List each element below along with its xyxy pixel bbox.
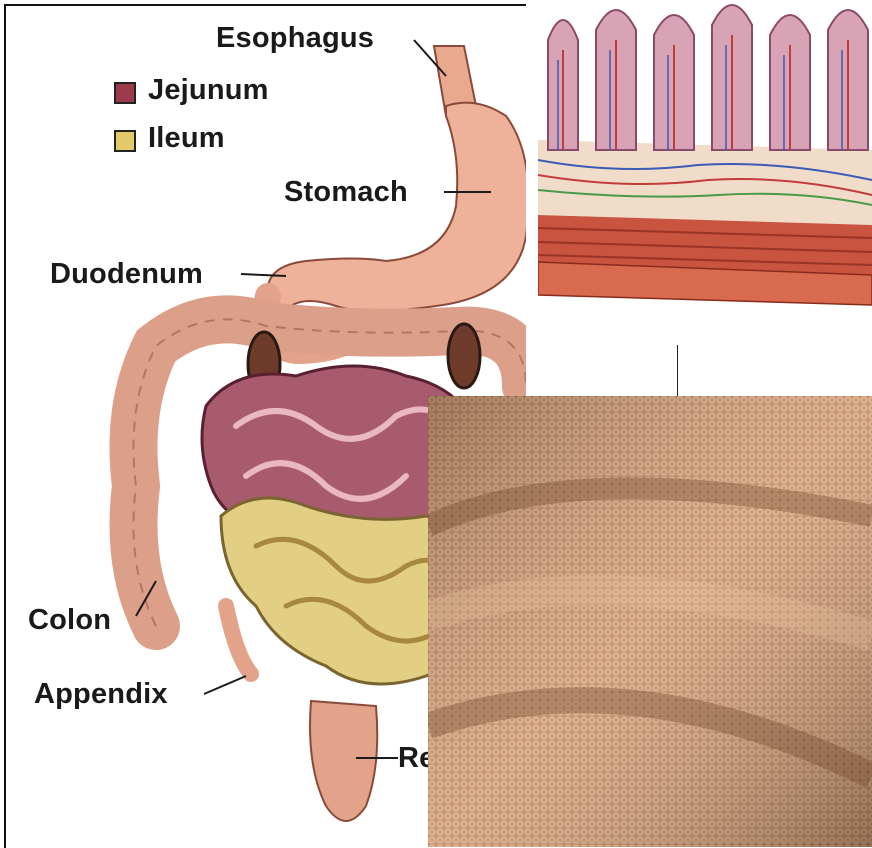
jejunum-legend-swatch bbox=[114, 82, 136, 104]
colon-label: Colon bbox=[28, 604, 111, 637]
ileum-legend-swatch bbox=[114, 130, 136, 152]
terry-towel-texture-photo bbox=[428, 396, 872, 847]
appendix-label: Appendix bbox=[34, 678, 168, 711]
submucosa-layer bbox=[538, 140, 872, 225]
intestinal-villi-cross-section bbox=[538, 0, 872, 330]
appendix-shape bbox=[226, 606, 251, 674]
duodenum-label: Duodenum bbox=[50, 258, 203, 291]
ileum-legend-label: Ileum bbox=[148, 122, 225, 155]
villi-illustration bbox=[538, 0, 872, 330]
jejunum-legend-label: Jejunum bbox=[148, 74, 269, 107]
divider-line bbox=[677, 345, 678, 397]
esophagus-label: Esophagus bbox=[216, 22, 374, 55]
stomach-label: Stomach bbox=[284, 176, 408, 209]
rectum-shape bbox=[310, 701, 377, 821]
towel-texture bbox=[428, 396, 872, 847]
appendix-leader bbox=[204, 676, 246, 694]
colon-cut-right bbox=[448, 324, 480, 388]
